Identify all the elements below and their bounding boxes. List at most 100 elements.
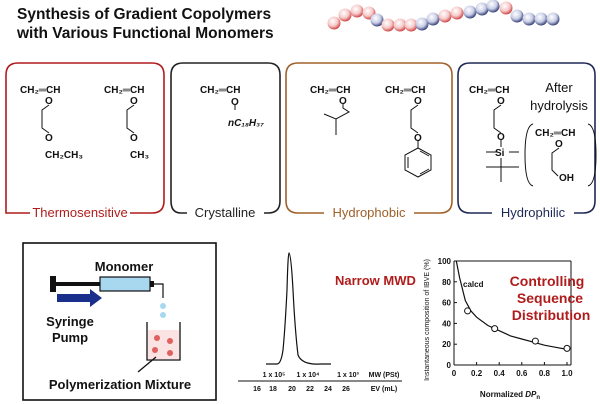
data-point — [563, 344, 571, 352]
x-tick-label: 0 — [452, 369, 457, 378]
vinyl-label: CH₂═CH — [469, 85, 509, 96]
vinyl-label: CH₂═CH — [535, 128, 575, 139]
side-label-line: Sequence — [517, 290, 583, 306]
oxygen-label: O — [130, 133, 138, 144]
title-line-2: with Various Functional Monomers — [17, 25, 274, 42]
calcd-curve — [455, 260, 568, 350]
mw-axis-label: MW (PSt) — [369, 372, 400, 379]
x-tick-label: 0.2 — [471, 369, 483, 378]
polymer-bead — [522, 12, 536, 26]
polymer-bead — [450, 6, 464, 20]
ev-tick: 26 — [342, 386, 350, 393]
x-tick-label: 0.4 — [494, 369, 506, 378]
polymer-bead — [438, 9, 452, 23]
oxygen-label: O — [555, 139, 563, 150]
polymer-bead — [499, 1, 513, 15]
page-title: Synthesis of Gradient Copolymers with Va… — [17, 5, 274, 43]
oxygen-label: O — [497, 132, 505, 143]
mwd-label: Narrow MWD — [335, 273, 416, 288]
droplet-icon — [160, 303, 166, 309]
hydrolysis-note-line-2: hydrolysis — [530, 98, 588, 113]
syringe-icon — [50, 276, 164, 298]
mw-tick: 1 x 10⁴ — [297, 372, 320, 379]
y-tick-label: 20 — [442, 340, 451, 349]
ev-tick: 18 — [269, 386, 277, 393]
x-axis-label: Normalized DPn — [480, 390, 540, 401]
mixture-label: Polymerization Mixture — [49, 377, 191, 392]
polymer-bead — [404, 18, 418, 32]
polymer-bead — [327, 16, 341, 30]
vinyl-label: CH₂═CH — [20, 85, 60, 96]
oxygen-label: O — [231, 97, 239, 108]
hydrophobic-box — [285, 62, 453, 214]
pump-label-line-1: Syringe — [46, 314, 94, 329]
beaker-icon — [137, 322, 181, 373]
polymer-bead — [426, 12, 440, 26]
vinyl-label: CH₂═CH — [200, 85, 240, 96]
polymer-bead — [393, 18, 407, 32]
ev-axis-label: EV (mL) — [371, 386, 397, 393]
oxygen-label: O — [497, 96, 505, 107]
arrow-right-icon — [57, 289, 102, 307]
group-label-crystalline: Crystalline — [195, 205, 256, 220]
hydrolysis-note-line-1: After — [545, 80, 573, 95]
thermosensitive-box — [5, 62, 165, 214]
group-label-hydrophilic: Hydrophilic — [501, 205, 566, 220]
oxygen-label: O — [130, 96, 138, 107]
end-group-label: CH₃ — [130, 150, 149, 161]
vinyl-label: CH₂═CH — [310, 85, 350, 96]
droplet-icon — [160, 312, 166, 318]
oxygen-label: O — [414, 133, 422, 144]
side-label-line: Controlling — [510, 273, 585, 289]
oxygen-label: O — [45, 133, 53, 144]
end-group-label: OH — [559, 173, 574, 184]
y-axis-label: Instantaneous composition of IBVE (%) — [424, 259, 431, 381]
y-tick-label: 40 — [442, 319, 451, 328]
ev-tick: 20 — [288, 386, 296, 393]
x-tick-label: 0.8 — [539, 369, 551, 378]
polymer-bead — [463, 5, 477, 19]
crystalline-box — [170, 62, 281, 214]
side-label-line: Distribution — [512, 307, 591, 323]
oxygen-label: O — [339, 96, 347, 107]
polymer-bead — [486, 0, 500, 13]
hydrophilic-box — [457, 62, 596, 214]
monomer-label: Monomer — [95, 259, 154, 274]
data-point — [531, 337, 539, 345]
silicon-label: Si — [495, 148, 505, 159]
sec-trace — [266, 252, 331, 365]
pump-label-line-2: Pump — [52, 330, 88, 345]
polymer-bead — [534, 12, 548, 26]
x-tick-label: 1.0 — [561, 369, 573, 378]
y-tick-label: 80 — [442, 278, 451, 287]
ev-tick: 24 — [324, 386, 332, 393]
end-group-label: nC₁₈H₃₇ — [228, 118, 264, 129]
ev-tick: 16 — [253, 386, 261, 393]
y-tick-label: 0 — [447, 361, 452, 370]
data-point — [464, 307, 472, 315]
calcd-annotation: calcd — [463, 280, 484, 289]
y-tick-label: 60 — [442, 299, 451, 308]
polymer-bead — [475, 2, 489, 16]
group-label-hydrophobic: Hydrophobic — [333, 205, 406, 220]
mw-tick: 1 x 10⁵ — [263, 372, 286, 379]
polymer-bead — [370, 13, 384, 27]
ev-tick: 22 — [306, 386, 314, 393]
y-tick-label: 100 — [438, 257, 452, 266]
polymer-bead — [546, 12, 560, 26]
title-line-1: Synthesis of Gradient Copolymers — [17, 6, 272, 23]
end-group-label: CH₂CH₃ — [45, 150, 83, 161]
vinyl-label: CH₂═CH — [104, 85, 144, 96]
group-label-thermosensitive: Thermosensitive — [32, 205, 127, 220]
setup-panel — [22, 242, 217, 401]
data-point — [491, 325, 499, 333]
polymer-bead — [510, 9, 524, 23]
polymer-bead — [350, 4, 364, 18]
mw-tick: 1 x 10³ — [337, 372, 359, 379]
polymer-bead — [338, 8, 352, 22]
oxygen-label: O — [414, 96, 422, 107]
polymer-bead — [415, 17, 429, 31]
oxygen-label: O — [45, 96, 53, 107]
